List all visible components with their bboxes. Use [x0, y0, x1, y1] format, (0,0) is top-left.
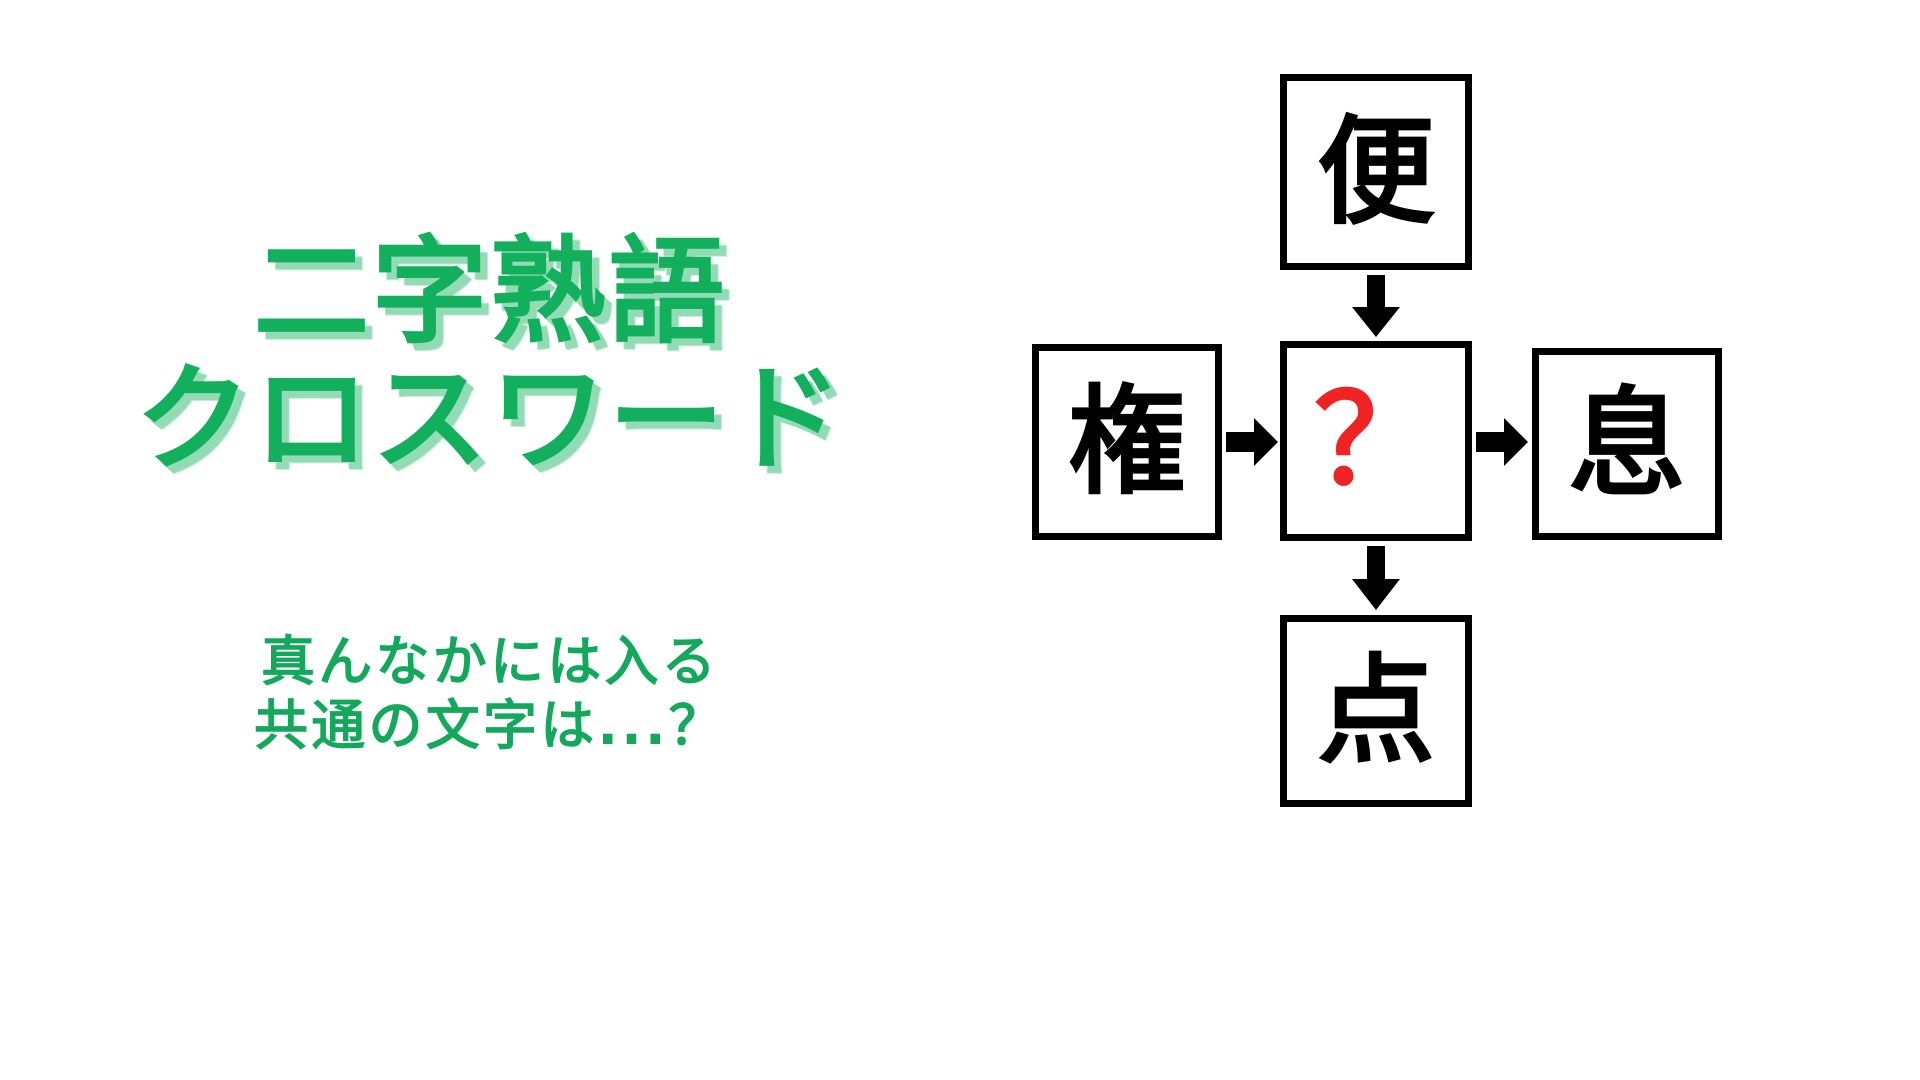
title-panel: 二字熟語 クロスワード 真んなかには入る 共通の文字は...？: [0, 230, 980, 757]
cell-bottom[interactable]: 点: [1280, 615, 1472, 807]
subtitle-line-2: 共通の文字は...？: [254, 693, 726, 757]
cell-top-character: 便: [1316, 103, 1435, 241]
main-title: 二字熟語 クロスワード: [0, 230, 980, 483]
cell-bottom-character: 点: [1316, 642, 1435, 780]
cell-right[interactable]: 息: [1532, 348, 1722, 540]
cell-center-answer[interactable]: ？: [1280, 341, 1472, 541]
arrow-center-to-right-icon: [1476, 414, 1528, 470]
cell-left[interactable]: 権: [1032, 344, 1222, 540]
arrow-left-to-center-icon: [1226, 414, 1278, 470]
subtitle-line-1: 真んなかには入る: [261, 630, 719, 693]
crossword-diagram: 便 権 ？ 息: [980, 0, 1920, 1080]
cell-center-character: ？: [1313, 369, 1438, 513]
cell-right-character: 息: [1567, 375, 1686, 513]
arrow-top-to-center-icon: [1348, 275, 1404, 337]
arrow-center-to-bottom-icon: [1348, 546, 1404, 610]
title-line-2: クロスワード: [135, 352, 845, 488]
subtitle: 真んなかには入る 共通の文字は...？: [0, 630, 980, 757]
cell-top[interactable]: 便: [1280, 74, 1472, 270]
cell-left-character: 権: [1067, 373, 1186, 511]
title-line-1: 二字熟語: [253, 225, 727, 360]
